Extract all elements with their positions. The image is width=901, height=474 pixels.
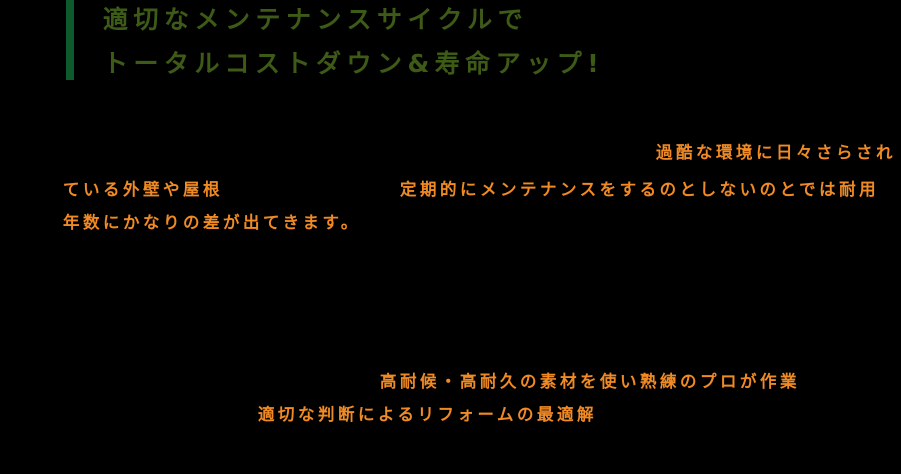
heading-line-1: 適切なメンテナンスサイクルで [103,5,529,34]
intro-highlight-4: 年数にかなりの差が出てきます。 [63,213,361,232]
feature-highlight-1: 高耐候・高耐久の素材を使い熟練のプロが作業 [380,372,800,391]
intro-highlight-3: 定期的にメンテナンスをするのとしないのとでは耐用 [400,180,880,199]
intro-highlight-1: 過酷な環境に日々さらされ [656,143,896,162]
heading-line-2: トータルコストダウン&寿命アップ! [103,49,605,78]
intro-highlight-2: ている外壁や屋根 [63,180,223,199]
feature-highlight-2: 適切な判断によるリフォームの最適解 [258,405,598,424]
heading-accent-bar [66,0,74,80]
